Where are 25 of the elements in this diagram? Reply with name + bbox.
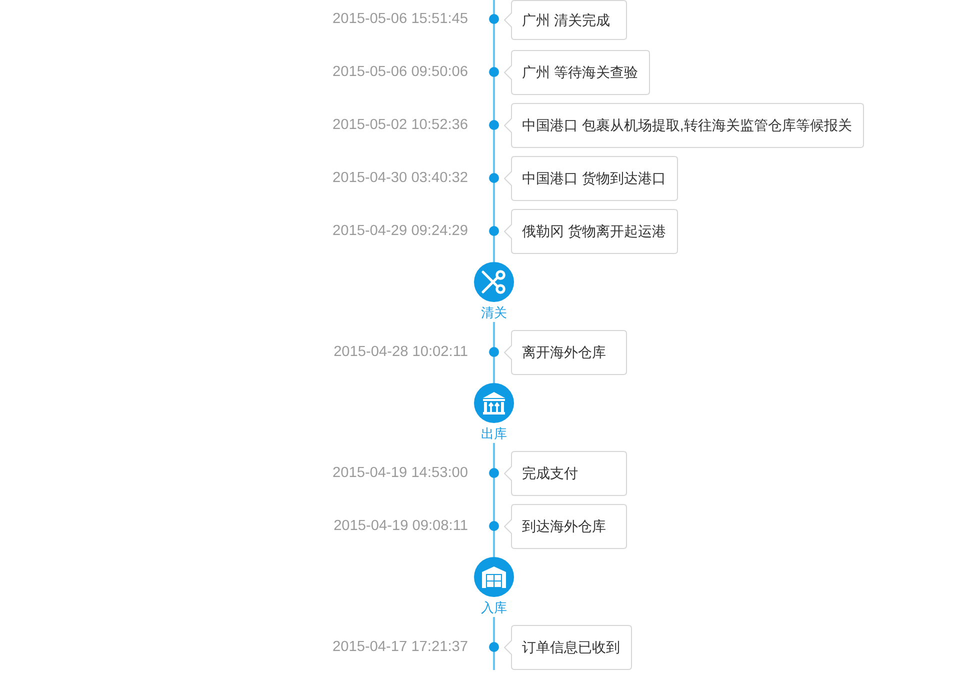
event-box: 中国港口 包裹从机场提取,转往海关监管仓库等候报关 (504, 103, 864, 148)
timeline-line (493, 322, 495, 383)
timestamp: 2015-05-06 15:51:45 (332, 10, 468, 29)
timestamp: 2015-04-19 09:08:11 (334, 517, 468, 536)
timestamp: 2015-04-28 10:02:11 (334, 343, 468, 362)
timestamp: 2015-05-02 10:52:36 (332, 116, 468, 135)
event-box: 到达海外仓库 (504, 504, 627, 549)
timeline-line (493, 0, 495, 262)
event-box: 广州 等待海关查验 (504, 50, 650, 95)
timeline-line (493, 617, 495, 670)
event-box: 俄勒冈 货物离开起运港 (504, 209, 678, 254)
stage-label: 入库 (480, 600, 508, 616)
stage-label: 清关 (480, 305, 508, 321)
timestamp: 2015-04-29 09:24:29 (332, 222, 468, 241)
event-box: 离开海外仓库 (504, 330, 627, 375)
timestamp: 2015-04-17 17:21:37 (332, 638, 468, 657)
event-box: 订单信息已收到 (504, 625, 632, 670)
event-box: 广州 清关完成 (504, 0, 627, 40)
stage-label: 出库 (480, 426, 508, 442)
timestamp: 2015-05-06 09:50:06 (332, 63, 468, 82)
event-box: 中国港口 货物到达港口 (504, 156, 678, 201)
timeline-line (493, 443, 495, 557)
timestamp: 2015-04-19 14:53:00 (332, 464, 468, 483)
timestamp: 2015-04-30 03:40:32 (332, 169, 468, 188)
event-box: 完成支付 (504, 451, 627, 496)
